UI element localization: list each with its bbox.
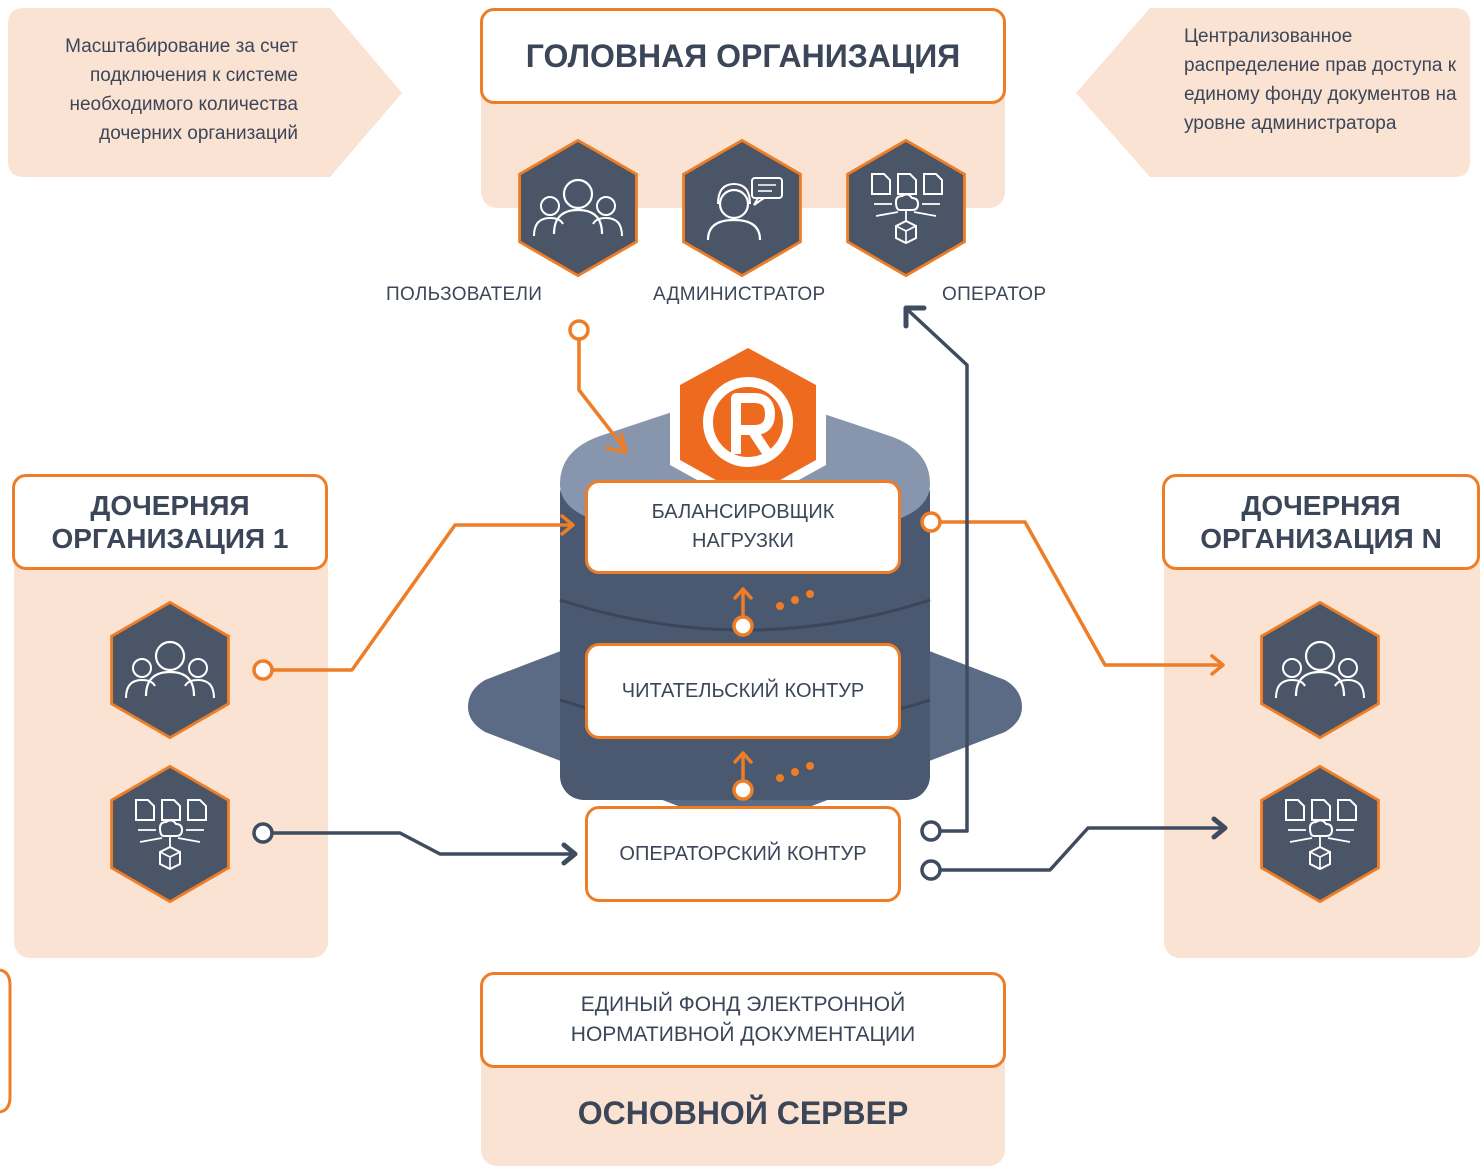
- users-group-icon: [518, 138, 638, 278]
- balancer-label-line1: БАЛАНСИРОВЩИК: [651, 501, 835, 523]
- document-fund-line1: ЕДИНЫЙ ФОНД ЭЛЕКТРОННОЙ: [580, 993, 906, 1016]
- connector-head-users: [568, 319, 628, 454]
- balancer-label-line2: НАГРУЗКИ: [692, 530, 794, 552]
- sub-org-1-title-line1: ДОЧЕРНЯЯ: [90, 490, 250, 521]
- role-admin-label: АДМИНИСТРАТОР: [653, 284, 826, 305]
- sub-org-1-operator-icon: [110, 764, 230, 904]
- server-status-lights: [776, 590, 814, 782]
- sub-org-1-title-line2: ОРГАНИЗАЦИЯ 1: [51, 523, 289, 554]
- connector-reader-to-balancer: [732, 587, 754, 637]
- logo-r-icon: [670, 338, 826, 508]
- note-right-text: Централизованное распределение прав дост…: [1184, 26, 1457, 134]
- connector-org1-operator: [252, 822, 578, 866]
- document-fund-line2: НОРМАТИВНОЙ ДОКУМЕНТАЦИИ: [570, 1023, 916, 1046]
- left-edge-bracket: [0, 968, 12, 1114]
- operator-contour-box: ОПЕРАТОРСКИЙ КОНТУР: [585, 806, 901, 902]
- operator-contour-label: ОПЕРАТОРСКИЙ КОНТУР: [619, 842, 867, 865]
- sub-org-1-title-box: ДОЧЕРНЯЯ ОРГАНИЗАЦИЯ 1: [12, 474, 328, 570]
- document-fund-box: ЕДИНЫЙ ФОНД ЭЛЕКТРОННОЙ НОРМАТИВНОЙ ДОКУ…: [480, 972, 1006, 1068]
- reader-contour-label: ЧИТАТЕЛЬСКИЙ КОНТУР: [621, 679, 865, 702]
- balancer-box: БАЛАНСИРОВЩИК НАГРУЗКИ: [585, 480, 901, 574]
- admin-headset-icon: [682, 138, 802, 278]
- connector-org1-users: [252, 514, 575, 681]
- sub-org-n-title-line1: ДОЧЕРНЯЯ: [1241, 490, 1401, 521]
- reader-contour-box: ЧИТАТЕЛЬСКИЙ КОНТУР: [585, 643, 901, 739]
- main-server-title: ОСНОВНОЙ СЕРВЕР: [577, 1095, 909, 1131]
- note-right-shape: [1076, 8, 1470, 177]
- sub-org-n-title-box: ДОЧЕРНЯЯ ОРГАНИЗАЦИЯ N: [1162, 474, 1480, 570]
- sub-org-n-users-icon: [1260, 600, 1380, 740]
- operator-docs-icon: [846, 138, 966, 278]
- connector-head-operator: [903, 305, 969, 842]
- sub-org-n-title-line2: ОРГАНИЗАЦИЯ N: [1200, 523, 1442, 554]
- sub-org-1-users-icon: [110, 600, 230, 740]
- connector-orgn-users: [920, 511, 1225, 676]
- connector-orgn-operator: [920, 816, 1228, 881]
- sub-org-n-operator-icon: [1260, 764, 1380, 904]
- head-org-title-box: ГОЛОВНАЯ ОРГАНИЗАЦИЯ: [480, 8, 1006, 104]
- head-org-title: ГОЛОВНАЯ ОРГАНИЗАЦИЯ: [525, 37, 961, 74]
- connector-operator-to-reader: [732, 751, 754, 801]
- role-operator-label: ОПЕРАТОР: [942, 284, 1047, 305]
- role-users-label: ПОЛЬЗОВАТЕЛИ: [386, 284, 543, 305]
- note-left-text: Масштабирование за счет подключения к си…: [65, 36, 298, 144]
- note-left-shape: [8, 8, 402, 177]
